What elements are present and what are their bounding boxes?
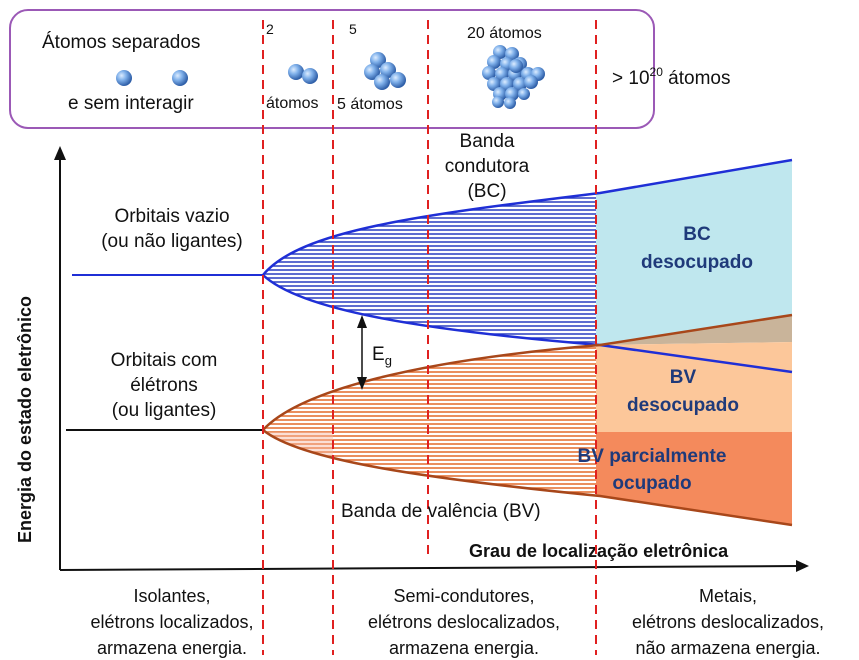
five-atoms-label: 5 átomos [337,96,403,113]
insulators-title: Isolantes, [133,586,210,606]
five-atoms-icon [364,52,406,90]
atom-icon [116,70,132,86]
empty-orbitals-sublabel: (ou não ligantes) [101,231,243,252]
metals-energy: não armazena energia. [635,638,820,658]
bv-unoccupied-sublabel: desocupado [627,395,739,416]
filled-orbitals-note: (ou ligantes) [112,400,217,421]
valence-band-upper-edge [262,313,793,431]
band-gap-arrow [357,315,367,390]
insulators-electrons: elétrons localizados, [90,612,253,632]
twenty-atoms-label: 20 átomos [467,25,542,42]
band-gap-label: Eg [372,344,392,368]
conduction-band-label-3: (BC) [467,181,506,202]
empty-orbitals-label: Orbitais vazio [114,206,229,227]
filled-orbitals-sublabel: élétrons [130,375,198,396]
conduction-band-lower-edge [262,274,793,374]
twenty-atoms-icon [482,45,545,109]
y-axis-label: Energia do estado eletrônico [15,296,35,543]
metals-electrons: elétrons deslocalizados, [632,612,824,632]
conduction-band-upper-edge [262,158,793,276]
bv-unoccupied-label: BV [670,367,697,388]
separated-atoms-label: Átomos separados [42,32,200,53]
bv-partial-label: BV parcialmente [578,446,727,467]
bc-unoccupied-label: BC [683,224,711,245]
non-interacting-label: e sem interagir [68,93,194,114]
semiconductors-title: Semi-condutores, [393,586,534,606]
conduction-band-label-2: condutora [445,156,530,177]
valence-band-label: Banda de valência (BV) [341,501,541,522]
x-axis [59,565,801,571]
five-atoms-number: 5 [349,21,357,37]
insulators-energy: armazena energia. [97,638,247,658]
conduction-band-hatch [263,161,596,343]
bc-unoccupied-region [596,160,792,345]
atom-icon [172,70,188,86]
conduction-band-label: Banda [460,131,515,152]
semiconductors-electrons: elétrons deslocalizados, [368,612,560,632]
two-atoms-label: átomos [266,95,318,112]
two-atoms-number: 2 [266,21,274,37]
filled-orbitals-label: Orbitais com [111,350,218,371]
x-axis-label: Grau de localização eletrônica [469,541,729,561]
x-axis-arrow [796,560,809,572]
y-axis-arrow [54,146,66,160]
metals-title: Metais, [699,586,757,606]
bv-partial-sublabel: ocupado [612,473,691,494]
valence-band-lower-edge [262,429,793,527]
bc-unoccupied-sublabel: desocupado [641,252,753,273]
semiconductors-energy: armazena energia. [389,638,539,658]
bulk-atoms-label: > 1020 átomos [612,65,730,89]
two-atoms-icon [288,64,318,84]
